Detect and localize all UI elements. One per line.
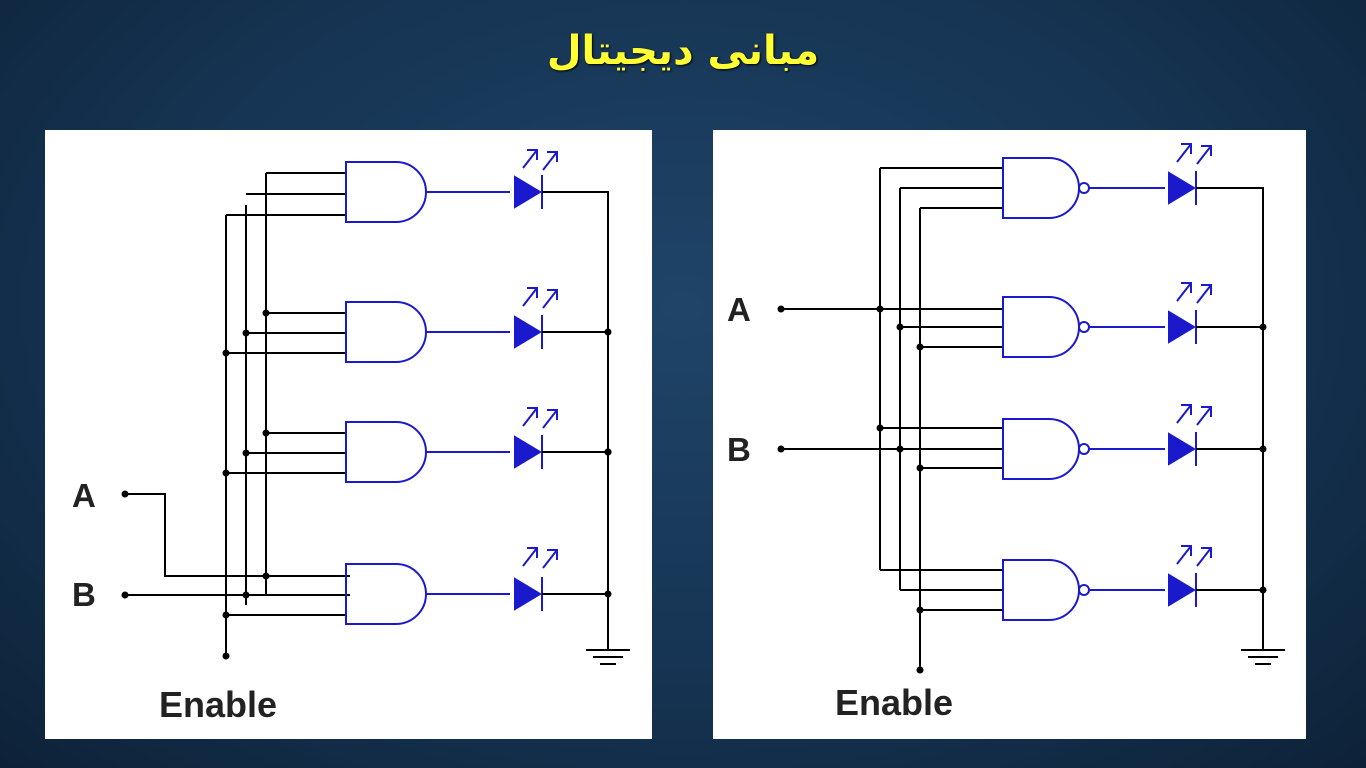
led-icon — [514, 407, 587, 469]
left-input-b-label: B — [72, 576, 96, 613]
right-circuit-diagram — [777, 143, 1285, 674]
left-input-a-label: A — [72, 477, 96, 514]
nand-gate-icon — [1002, 418, 1165, 480]
right-input-b-label: B — [727, 431, 751, 468]
led-icon — [514, 149, 587, 209]
nand-gate-icon — [1002, 559, 1165, 621]
led-icon — [514, 287, 587, 349]
and-gate-icon — [345, 161, 510, 223]
right-enable-label: Enable — [835, 682, 954, 723]
and-gate-icon — [345, 563, 510, 625]
right-circuit-panel: A B Enable — [713, 130, 1306, 739]
right-wires — [781, 167, 1285, 670]
led-icon — [1168, 143, 1241, 205]
left-circuit-panel: A B Enable — [45, 130, 652, 739]
left-circuit-diagram — [121, 149, 630, 665]
and-gate-icon — [345, 421, 510, 483]
led-icon — [1168, 545, 1241, 607]
led-icon — [1168, 404, 1241, 466]
led-icon — [514, 547, 587, 611]
left-enable-label: Enable — [159, 684, 278, 725]
left-wires — [125, 172, 630, 665]
right-junctions — [777, 305, 1267, 674]
led-icon — [1168, 282, 1241, 344]
and-gate-icon — [345, 301, 510, 363]
slide-title: مبانی دیجیتال — [546, 28, 820, 74]
nand-gate-icon — [1002, 296, 1165, 358]
nand-gate-icon — [1002, 157, 1165, 219]
right-input-a-label: A — [727, 291, 751, 328]
left-junctions — [121, 309, 612, 660]
